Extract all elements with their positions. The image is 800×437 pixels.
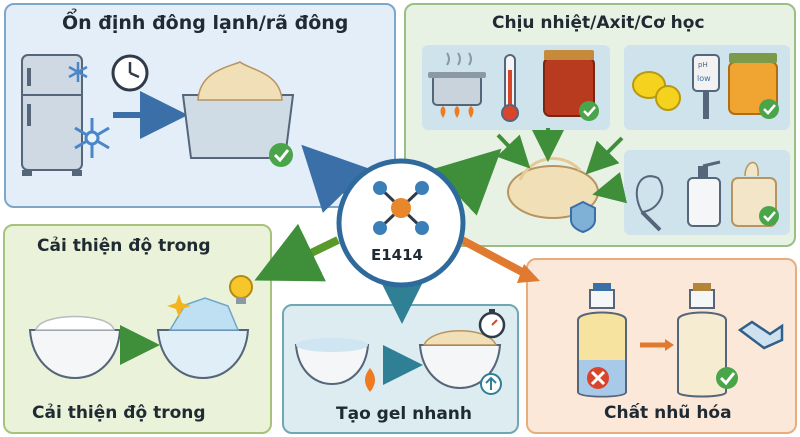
cross-badge-icon [587,367,609,389]
molecule-icon [373,181,429,235]
stopwatch-icon [478,309,506,339]
lemon-icon [632,71,681,111]
water-bowl-icon [294,338,370,386]
molecule-hub [336,158,466,288]
acid-arrow [585,136,624,175]
heat-panel-title: Chịu nhiệt/Axit/Cơ học [492,13,705,33]
gel-bowl-icon [418,330,502,390]
arrow-to-heat [432,148,502,216]
flame-icon [440,106,474,118]
arrow-up-badge-icon [480,373,502,395]
ph-value: low [697,74,711,83]
gel-panel-title: Tạo gel nhanh [336,404,472,424]
check-badge-icon [269,143,293,167]
thermometer-icon [501,54,519,122]
snowflake-icon [68,62,88,82]
light-bulb-icon [229,275,253,304]
check-badge-icon [759,99,779,119]
cooking-pot-icon [428,52,486,106]
whisk-icon [635,175,664,232]
handshake-icon [737,320,784,350]
center-label: E1414 [371,246,423,264]
clarity-panel-title-top: Cải thiện độ trong [37,236,211,256]
shield-icon [570,200,596,234]
clock-icon [111,54,149,92]
check-badge-icon [716,367,738,389]
clear-gel-bowl-icon [156,297,250,380]
separated-bottle-icon [577,283,627,398]
arrow-to-emulsifier [460,236,528,278]
flame-icon [365,368,375,392]
ph-label: pH [698,61,708,69]
ph-meter-icon [692,54,720,119]
emulsifier-panel-title: Chất nhũ hóa [604,403,732,423]
check-badge-icon [759,206,779,226]
cream-tub-icon [181,61,295,159]
pump-bottle-icon [687,160,721,227]
sparkle-icon [167,294,191,318]
rice-bowl-icon [28,315,122,380]
snowflake-large-icon [74,118,110,158]
heat-arrow [496,133,531,169]
emulsified-bottle-icon [677,283,727,398]
arrow-to-clarity [254,223,340,282]
freeze-panel-title: Ổn định đông lạnh/rã đông [62,12,349,34]
check-badge-icon [579,101,599,121]
clarity-panel-title-bottom: Cải thiện độ trong [32,403,206,423]
arrow-to-freeze [301,144,369,213]
fridge-icon [21,54,83,176]
mechanical-arrow [592,172,627,204]
jam-jar-icon [543,50,595,117]
